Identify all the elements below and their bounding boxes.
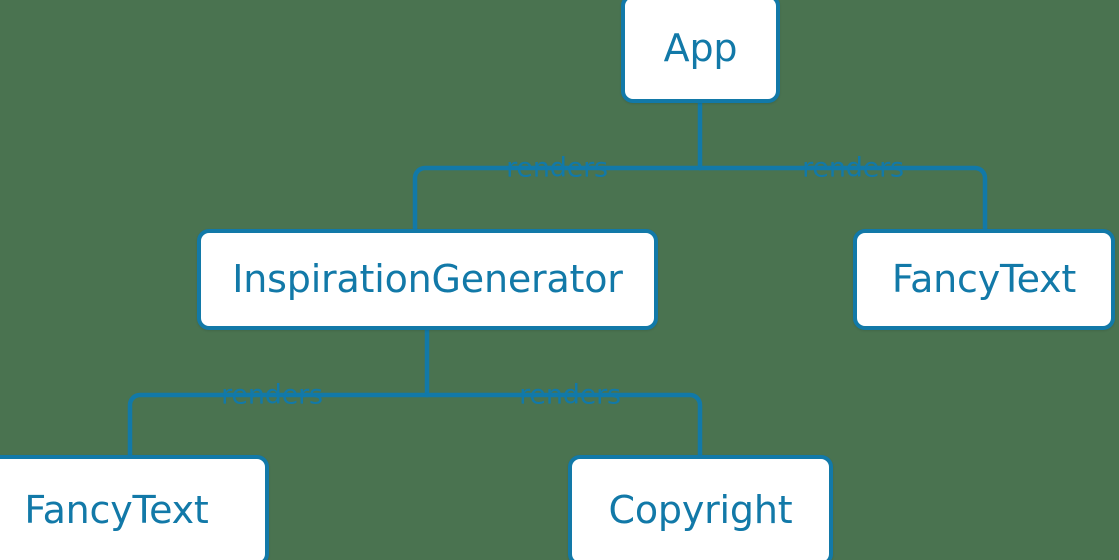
node-inspiration-generator[interactable]: InspirationGenerator <box>197 229 658 330</box>
node-copyright[interactable]: Copyright <box>568 455 833 560</box>
edge-label-app-fancytext-right: renders <box>802 152 904 184</box>
node-app[interactable]: App <box>621 0 780 103</box>
node-fancytext-right[interactable]: FancyText <box>853 229 1115 330</box>
node-copyright-label: Copyright <box>608 487 793 532</box>
edge-label-app-inspiration: renders <box>506 152 608 184</box>
node-fancytext-left[interactable]: FancyText <box>0 455 269 560</box>
node-app-label: App <box>663 25 738 70</box>
edge-label-inspiration-copyright: renders <box>519 379 621 411</box>
node-fancytext-right-label: FancyText <box>891 256 1077 301</box>
edge-label-inspiration-fancytext-left: renders <box>221 379 323 411</box>
node-inspiration-generator-label: InspirationGenerator <box>232 256 623 301</box>
node-fancytext-left-label: FancyText <box>24 487 209 532</box>
